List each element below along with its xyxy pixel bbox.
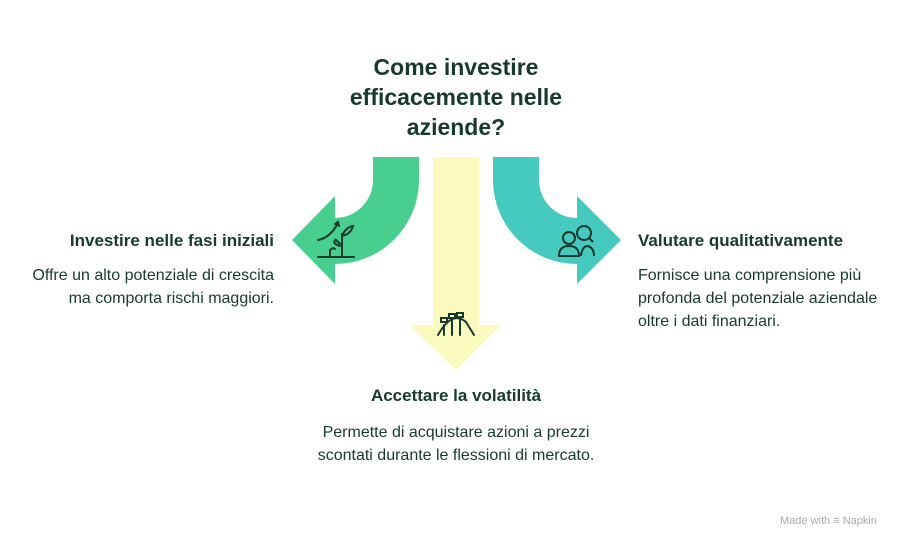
option-text-volatility: Permette di acquistare azioni a prezzi s… xyxy=(317,424,595,464)
option-heading-qualitative: Valutare qualitativamente xyxy=(638,231,844,250)
option-text-early-stage: Offre un alto potenziale di crescita ma … xyxy=(32,267,274,307)
people-search-icon xyxy=(557,225,595,257)
option-heading-early-stage: Investire nelle fasi iniziali xyxy=(69,231,274,250)
brand-label: Napkin xyxy=(842,515,877,527)
made-with-label: Made with xyxy=(780,515,831,527)
down-arrow xyxy=(410,157,501,370)
napkin-logo-icon: ≡ xyxy=(833,515,840,527)
right-arrow xyxy=(493,157,621,284)
left-arrow xyxy=(292,157,419,284)
option-text-qualitative: Fornisce una comprensione più profonda d… xyxy=(638,267,878,330)
diagram-title: Come investire efficacemente nelle azien… xyxy=(349,54,563,140)
roller-coaster-icon xyxy=(437,312,475,336)
footer-credit: Made with ≡ Napkin xyxy=(780,515,877,527)
option-heading-volatility: Accettare la volatilità xyxy=(370,386,542,405)
plant-growth-icon xyxy=(317,220,355,258)
